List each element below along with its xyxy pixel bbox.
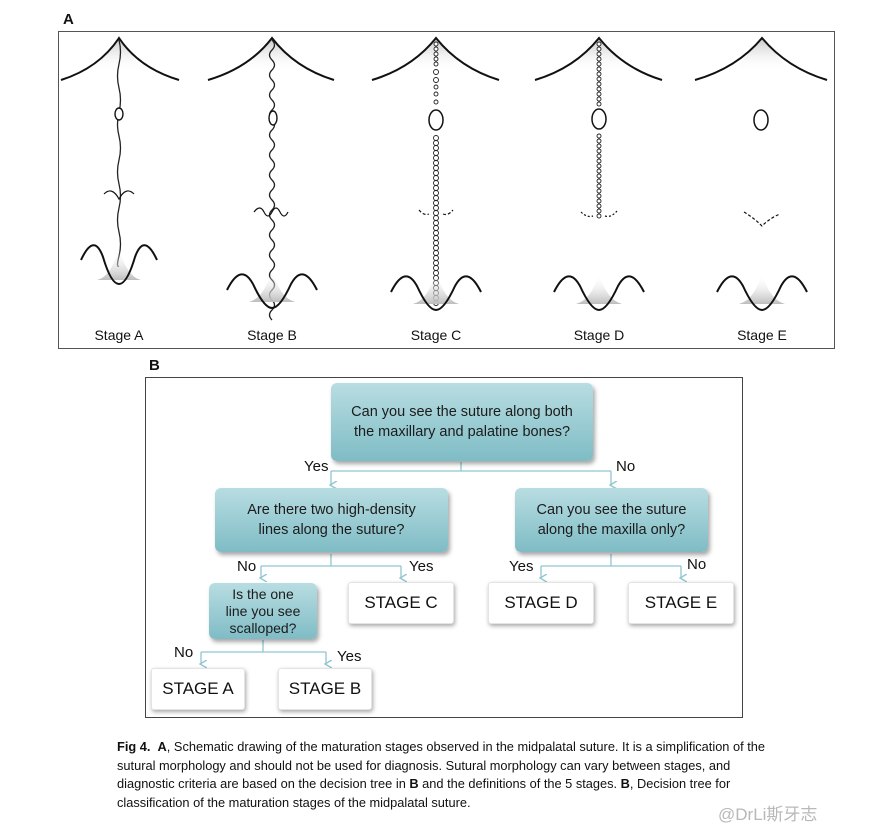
stage-d-label: Stage D xyxy=(539,327,659,343)
caption-b-ref: B xyxy=(409,776,418,791)
watermark: @DrLi斯牙志 xyxy=(718,800,817,825)
stages-drawing xyxy=(59,32,834,348)
caption-text-2: and the definitions of the 5 stages. xyxy=(419,776,621,791)
stage-a-drawing xyxy=(61,38,179,284)
yes-label-q3: Yes xyxy=(509,558,533,575)
stage-c-drawing xyxy=(372,38,499,310)
stage-a-box: STAGE A xyxy=(151,668,245,710)
no-label-q3: No xyxy=(687,556,706,573)
stage-e-drawing xyxy=(695,38,827,310)
stage-c-label: Stage C xyxy=(376,327,496,343)
panel-b-letter: B xyxy=(149,357,160,374)
no-label-q1: No xyxy=(616,458,635,475)
stage-d-drawing xyxy=(535,38,662,310)
no-label-q2: No xyxy=(237,558,256,575)
yes-label-q2: Yes xyxy=(409,558,433,575)
stage-c-box: STAGE C xyxy=(348,582,454,624)
stage-b-box: STAGE B xyxy=(278,668,372,710)
caption-fig-number: Fig 4. xyxy=(117,739,150,754)
yes-label-q1: Yes xyxy=(304,458,328,475)
stage-a-label: Stage A xyxy=(59,327,179,343)
stage-b-label: Stage B xyxy=(212,327,332,343)
stage-b-drawing xyxy=(208,38,334,320)
yes-label-q4: Yes xyxy=(337,648,361,665)
caption-b: B xyxy=(621,776,630,791)
panel-a-schematic: Stage A Stage B Stage C Stage D Stage E xyxy=(58,31,835,349)
no-label-q4: No xyxy=(174,644,193,661)
stage-e-label: Stage E xyxy=(702,327,822,343)
panel-a-letter: A xyxy=(63,11,74,28)
figure-caption: Fig 4. A, Schematic drawing of the matur… xyxy=(117,738,777,812)
stage-e-box: STAGE E xyxy=(628,582,734,624)
caption-a: A xyxy=(158,739,167,754)
stage-d-box: STAGE D xyxy=(488,582,594,624)
